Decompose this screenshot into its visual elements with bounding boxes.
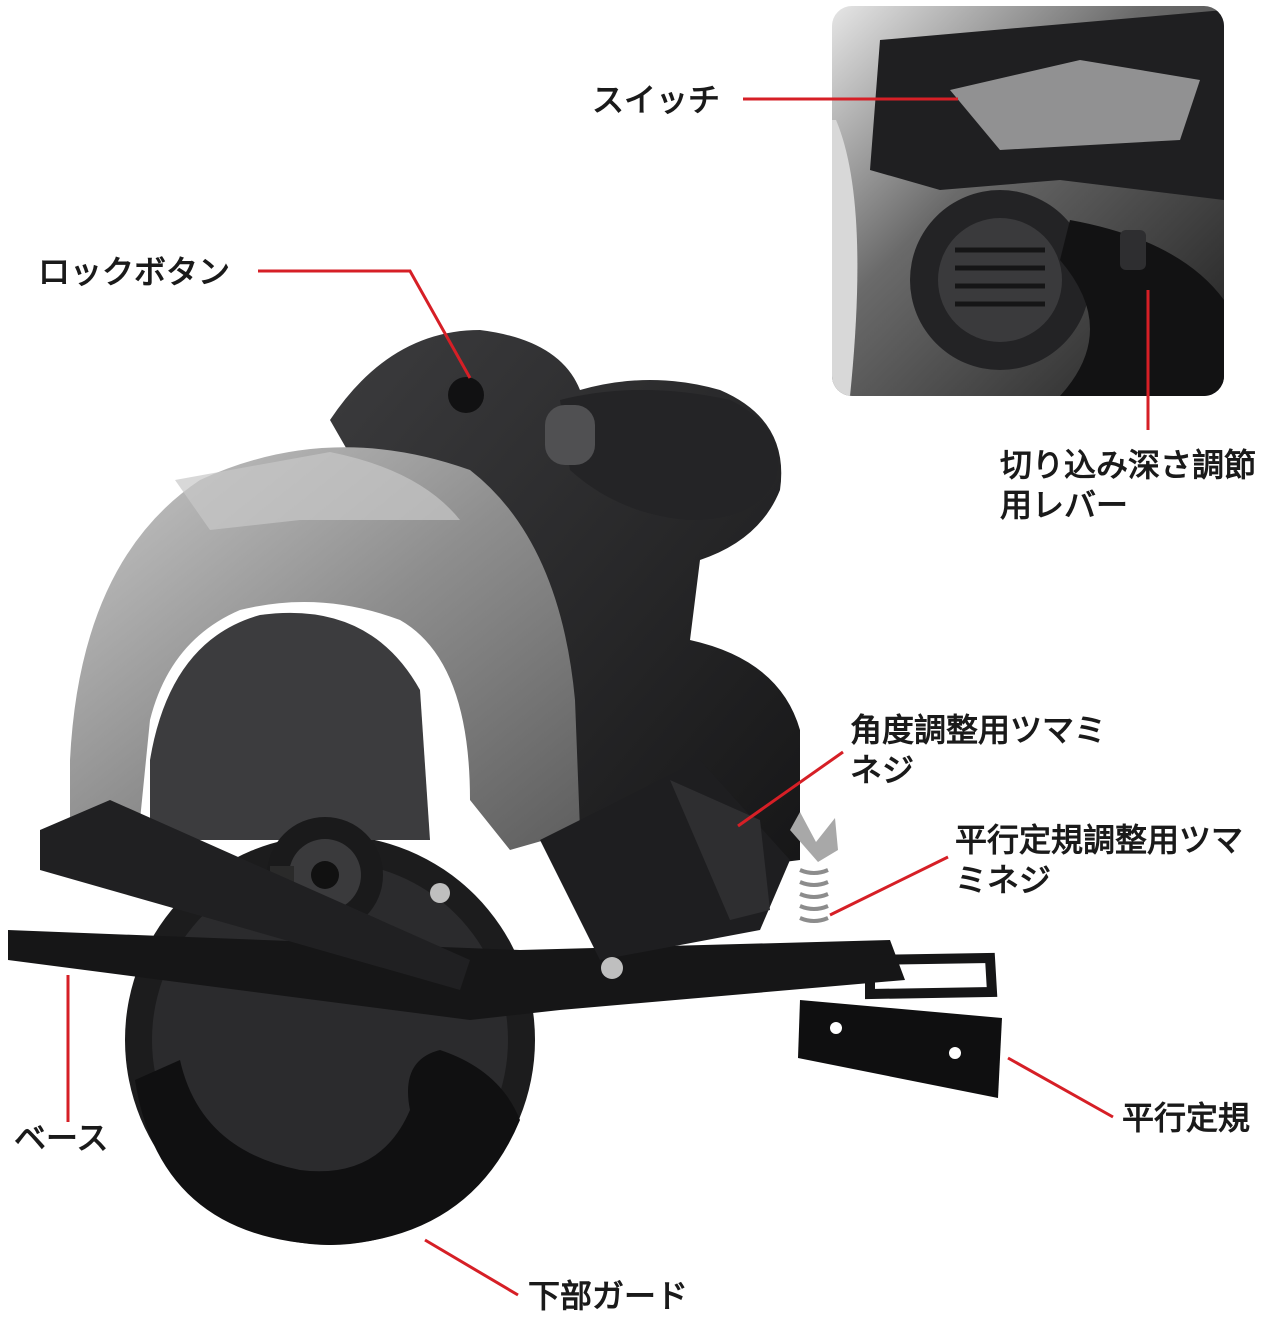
label-parallel-fence: 平行定規 — [1122, 1099, 1251, 1137]
leader-angle-knob — [737, 750, 844, 828]
parallel-fence — [798, 1000, 1002, 1098]
circular-saw — [8, 330, 1002, 1245]
leader-lower-guard — [424, 1238, 519, 1297]
label-switch: スイッチ — [592, 81, 721, 119]
lower-guard — [135, 1050, 520, 1245]
upper-blade-guard — [70, 447, 580, 850]
inset-photo — [832, 6, 1224, 396]
label-parallel-knob: 平行定規調整用ツマ ミネジ — [955, 820, 1243, 900]
label-depth-lever-line2: 用レバー — [1000, 486, 1129, 524]
trigger-loop — [545, 405, 595, 465]
leader-parallel-fence — [1007, 1056, 1114, 1119]
bracket-screw — [601, 957, 623, 979]
label-lock-button: ロックボタン — [38, 253, 231, 291]
label-angle-knob: 角度調整用ツマミ ネジ — [850, 710, 1106, 790]
label-lower-guard: 下部ガード — [528, 1277, 689, 1315]
fence-rod — [865, 952, 998, 1000]
lock-button — [448, 377, 484, 413]
label-angle-knob-line1: 角度調整用ツマミ — [850, 711, 1107, 749]
leader-lock-button — [258, 269, 472, 379]
label-angle-knob-line2: ネジ — [850, 751, 915, 789]
label-base: ベース — [14, 1119, 109, 1157]
wing-nut — [790, 812, 838, 862]
leader-parallel-knob — [829, 855, 949, 917]
leader-lines — [66, 97, 1150, 1297]
label-depth-lever-line1: 切り込み深さ調節 — [1000, 446, 1257, 484]
label-parallel-knob-line1: 平行定規調整用ツマ — [955, 821, 1244, 859]
label-parallel-knob-line2: ミネジ — [955, 861, 1052, 899]
label-depth-lever: 切り込み深さ調節 用レバー — [1000, 445, 1256, 525]
